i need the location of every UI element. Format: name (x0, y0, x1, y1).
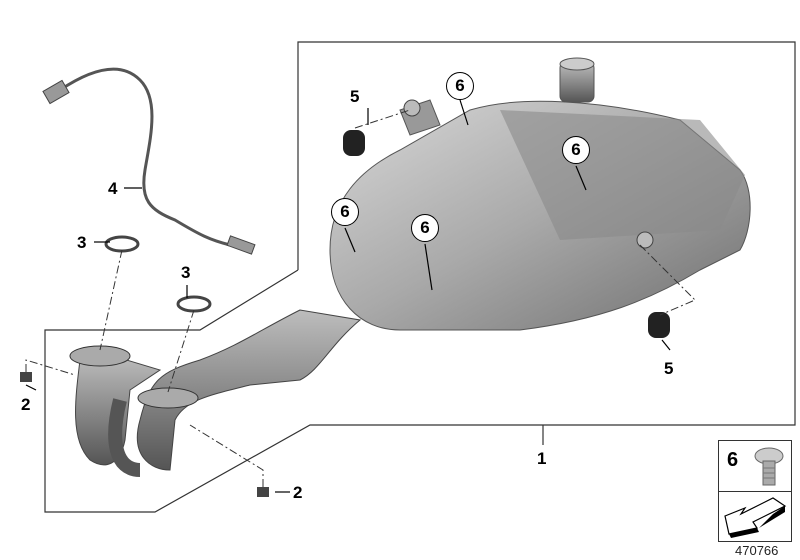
callout-5-top: 5 (350, 87, 360, 106)
header-pipe-bend (108, 398, 141, 477)
callout-2-bottom: 2 (293, 483, 303, 502)
callout-3-left: 3 (77, 233, 87, 252)
callout-3-right: 3 (181, 263, 191, 282)
sensor-connector (42, 79, 70, 105)
sensor-tip (226, 235, 256, 255)
silencer-shading (500, 110, 745, 240)
legend-box: 6 (718, 440, 792, 542)
callout-5-bottom: 5 (664, 359, 674, 378)
callout-6-d: 6 (411, 214, 439, 242)
callout-leader-lines (25, 99, 671, 493)
legend-number: 6 (727, 449, 739, 471)
assembly-dash-lines (25, 109, 696, 487)
image-number: 470766 (735, 543, 779, 558)
callout-6-a: 6 (446, 72, 474, 100)
direction-arrow-icon (724, 497, 787, 538)
assembly-frame (44, 41, 796, 513)
rubber-mount (648, 312, 670, 338)
callout-6-b: 6 (562, 136, 590, 164)
nut (20, 372, 32, 382)
screw-icon (754, 447, 784, 486)
oxygen-sensor-cable (59, 67, 231, 247)
nut (257, 487, 269, 497)
flange (69, 345, 131, 367)
callout-6-c: 6 (331, 198, 359, 226)
flange (137, 387, 199, 409)
tail-pipe-opening (559, 57, 595, 71)
callout-4: 4 (108, 179, 118, 198)
callout-1: 1 (537, 449, 547, 468)
mount-bushing (403, 99, 421, 117)
legend-part-cell: 6 (719, 441, 791, 492)
mount-bushing (636, 231, 654, 249)
rubber-mount (343, 130, 365, 156)
header-pipe (136, 309, 362, 471)
gasket (104, 235, 140, 253)
callout-2-left: 2 (21, 395, 31, 414)
gasket (176, 295, 212, 313)
